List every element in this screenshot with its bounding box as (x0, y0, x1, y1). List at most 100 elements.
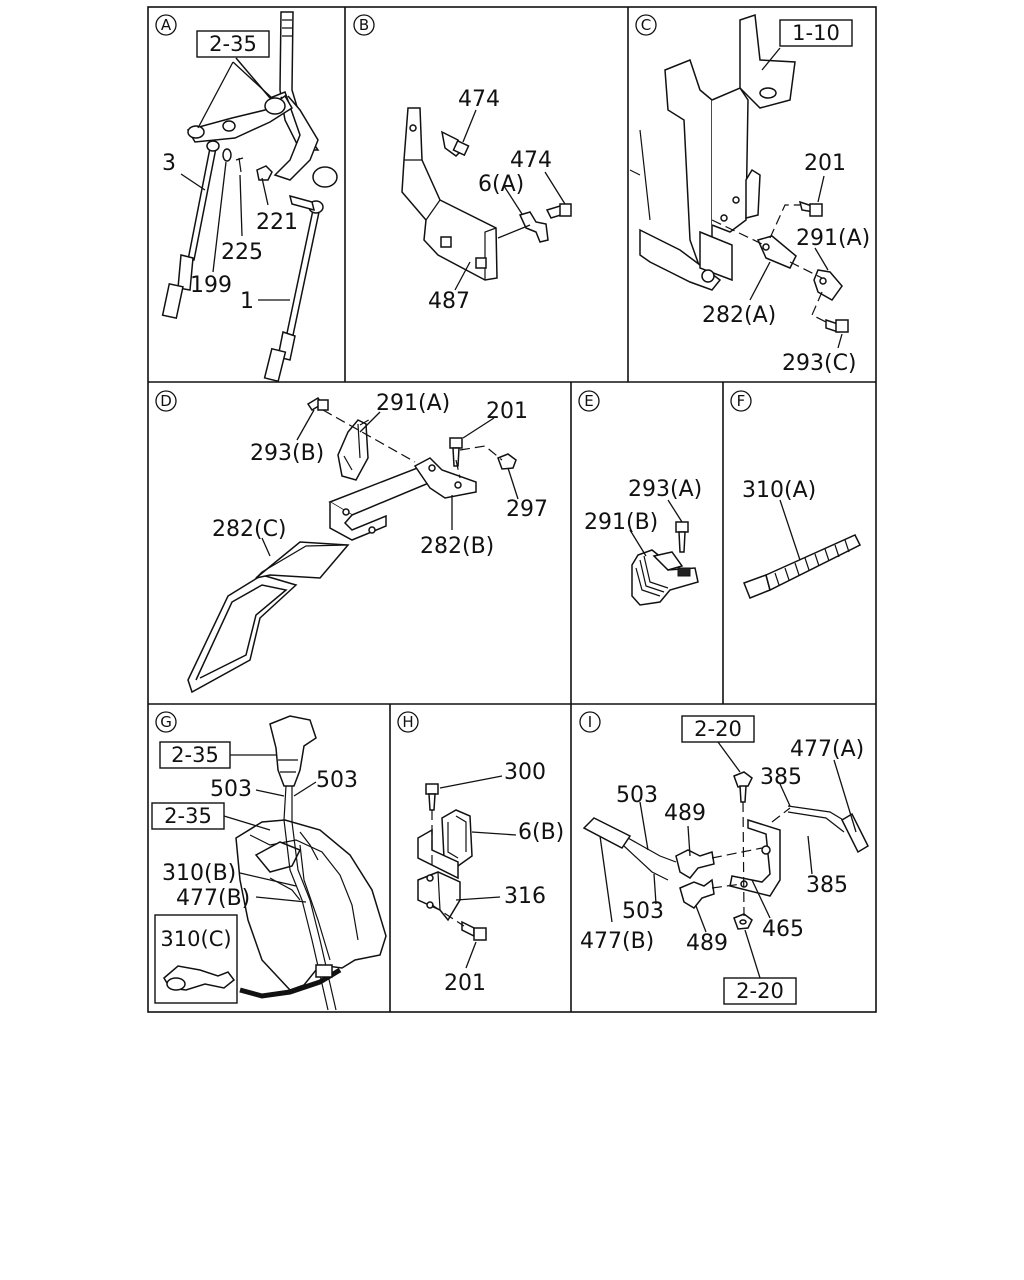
callout-291a-c: 291(A) (796, 226, 870, 251)
panel-i-marker: I (579, 711, 601, 733)
frame-rail-drawing (629, 13, 796, 291)
callout-503-g-right: 503 (316, 768, 358, 793)
bolt-300-drawing (425, 783, 439, 811)
callout-282a: 282(A) (702, 303, 776, 328)
svg-text:H: H (402, 713, 413, 731)
panel-h: H 300 6( (397, 711, 564, 996)
callout-1: 1 (240, 289, 254, 314)
panel-f-leader (779, 499, 801, 561)
svg-text:2-20: 2-20 (736, 979, 784, 1003)
callout-487: 487 (428, 289, 470, 314)
callout-310a: 310(A) (742, 478, 816, 503)
clip-291a-d-drawing (337, 419, 369, 481)
svg-text:B: B (359, 16, 369, 34)
cable-477a-drawing (787, 805, 869, 854)
panel-c-ref-box[interactable]: 1-10 (779, 19, 853, 47)
gear-knob-drawing (269, 715, 317, 787)
panel-e-leaders (629, 499, 683, 557)
panel-b: B 474 474 6(A) 487 (353, 14, 572, 314)
svg-text:310(C): 310(C) (160, 927, 231, 951)
panel-g-ref-box-2[interactable]: 2-35 (151, 802, 225, 830)
callout-503-i-bottom: 503 (622, 899, 664, 924)
callout-201-d: 201 (486, 399, 528, 424)
callout-201-c: 201 (804, 151, 846, 176)
panel-c-dashes (711, 204, 827, 323)
bolt-201-c-drawing (798, 200, 823, 217)
callout-282b: 282(B) (420, 534, 494, 559)
callout-477a: 477(A) (790, 737, 864, 762)
callout-199: 199 (190, 273, 232, 298)
shift-lever-drawing (186, 11, 338, 188)
panel-f: F 310(A) (730, 390, 862, 599)
bolt-293c-drawing (825, 318, 849, 334)
callout-310b: 310(B) (162, 861, 236, 886)
rod-1-drawing (263, 200, 324, 383)
svg-text:E: E (584, 392, 593, 410)
panel-h-leaders (439, 775, 517, 969)
clip-291b-drawing (631, 549, 699, 606)
svg-text:2-35: 2-35 (164, 804, 212, 828)
callout-474-top: 474 (458, 87, 500, 112)
panel-a-leaders (180, 161, 290, 301)
panel-e-marker: E (578, 390, 600, 412)
clip-6a-drawing (518, 211, 549, 243)
panel-c-marker: C (635, 14, 657, 36)
panel-i-ref-box-top[interactable]: 2-20 (681, 715, 755, 743)
callout-293c: 293(C) (782, 351, 857, 376)
elbows-489-drawing (675, 849, 715, 909)
panel-g-marker: G (155, 711, 177, 733)
panel-g: G 2-35 2-35 310(C) (151, 711, 387, 1011)
panel-g-ref-box-3[interactable]: 310(C) (154, 914, 238, 1004)
callout-503-i-top: 503 (616, 783, 658, 808)
callout-465: 465 (762, 917, 804, 942)
callout-316: 316 (504, 884, 546, 909)
panel-d-marker: D (155, 390, 177, 412)
cable-477b-i-drawing (582, 817, 677, 881)
callout-293a: 293(A) (628, 477, 702, 502)
callout-282c: 282(C) (212, 517, 287, 542)
panel-a: A 2-35 (155, 11, 338, 383)
panel-i-ref-box-bottom[interactable]: 2-20 (723, 977, 797, 1005)
shield-282c-drawing (187, 541, 350, 694)
callout-503-g-left: 503 (210, 777, 252, 802)
panel-a-marker: A (155, 14, 177, 36)
bolt-nut-i-drawing (733, 771, 753, 930)
panel-i-leaders (599, 741, 857, 979)
diagram-frame (147, 6, 877, 1013)
svg-text:D: D (160, 392, 172, 410)
bolt-293a-drawing (675, 521, 689, 553)
panel-c: C 1-10 (629, 13, 870, 376)
panel-g-leaders (223, 754, 317, 903)
panel-i-dashes (711, 801, 791, 917)
callout-291a-d: 291(A) (376, 391, 450, 416)
callout-489-top: 489 (664, 801, 706, 826)
bracket-282a-drawing (756, 235, 843, 301)
bracket-487-drawing (401, 107, 498, 281)
bolts-d-drawing (306, 396, 517, 470)
callout-297: 297 (506, 497, 548, 522)
panel-g-ref-box-1[interactable]: 2-35 (159, 741, 231, 769)
svg-text:2-20: 2-20 (694, 717, 742, 741)
svg-text:I: I (588, 713, 592, 731)
callout-385-top: 385 (760, 765, 802, 790)
callout-489-bottom: 489 (686, 931, 728, 956)
callout-221: 221 (256, 210, 298, 235)
svg-text:F: F (737, 392, 746, 410)
callout-291b: 291(B) (584, 510, 658, 535)
bolt-201-h-drawing (461, 920, 487, 941)
callout-225: 225 (221, 240, 263, 265)
callout-385-bottom: 385 (806, 873, 848, 898)
panel-c-leaders (749, 47, 843, 349)
panel-a-ref-box[interactable]: 2-35 (196, 30, 270, 58)
cable-tie-310a-drawing (743, 534, 862, 599)
svg-text:G: G (160, 713, 172, 731)
panel-d: D (155, 390, 548, 694)
svg-text:1-10: 1-10 (792, 21, 840, 45)
callout-477b-g: 477(B) (176, 886, 250, 911)
panel-b-leaders (454, 109, 566, 291)
console-drawing (235, 819, 387, 999)
bracket-316-drawing (417, 828, 461, 922)
callout-474-right: 474 (510, 148, 552, 173)
cables-477b-drawing (283, 785, 337, 1011)
